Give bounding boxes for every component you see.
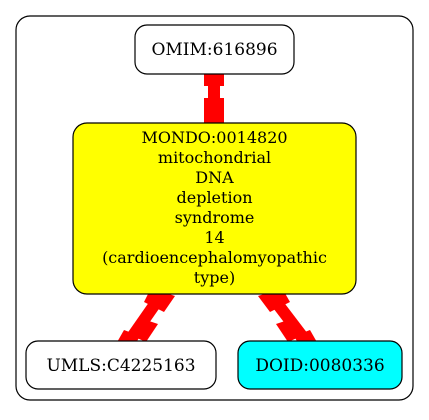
node-mondo-line-6: (cardioencephalomyopathic <box>102 248 327 267</box>
node-mondo-line-4: syndrome <box>175 208 255 227</box>
node-umls[interactable]: UMLS:C4225163 <box>25 340 217 390</box>
node-mondo-line-1: mitochondrial <box>158 148 271 167</box>
node-omim[interactable]: OMIM:616896 <box>134 24 295 75</box>
node-mondo-line-7: type) <box>194 268 235 287</box>
node-mondo[interactable]: MONDO:0014820 mitochondrial DNA depletio… <box>72 122 357 295</box>
node-mondo-line-3: depletion <box>176 188 252 207</box>
node-mondo-line-0: MONDO:0014820 <box>141 128 287 147</box>
node-doid-label: DOID:0080336 <box>255 356 384 376</box>
node-umls-label: UMLS:C4225163 <box>46 356 195 376</box>
node-mondo-line-2: DNA <box>195 168 234 187</box>
node-doid[interactable]: DOID:0080336 <box>237 340 403 390</box>
node-mondo-line-5: 14 <box>204 228 224 247</box>
node-omim-label: OMIM:616896 <box>151 40 277 60</box>
